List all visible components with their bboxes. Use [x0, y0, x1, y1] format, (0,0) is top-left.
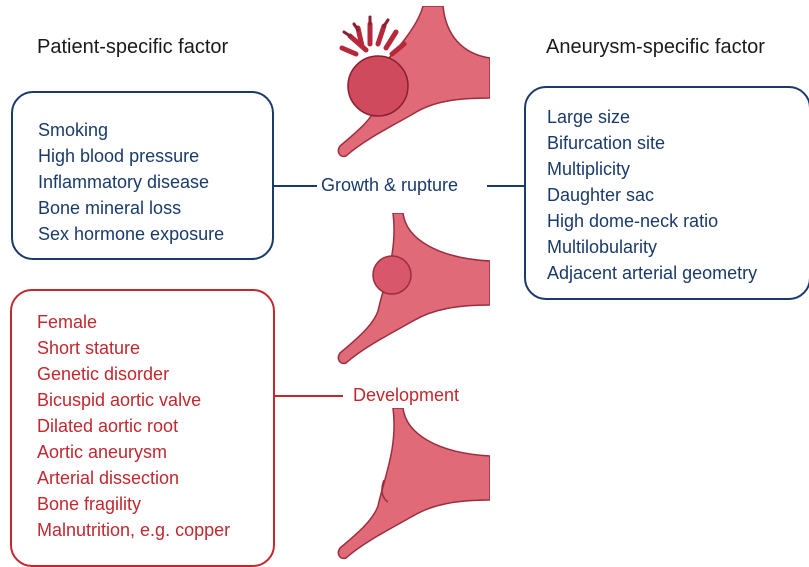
list-item: Inflammatory disease [38, 169, 272, 195]
list-item: Genetic disorder [37, 361, 273, 387]
list-item: High blood pressure [38, 143, 272, 169]
list-item: Malnutrition, e.g. copper [37, 517, 273, 543]
growth-rupture-label: Growth & rupture [317, 175, 462, 196]
list-item: Multiplicity [547, 156, 809, 182]
list-item: Large size [547, 104, 809, 130]
list-item: Daughter sac [547, 182, 809, 208]
aneurysm-factors-box: Large size Bifurcation site Multiplicity… [524, 86, 809, 300]
list-item: High dome-neck ratio [547, 208, 809, 234]
list-item: Adjacent arterial geometry [547, 260, 809, 286]
list-item: Short stature [37, 335, 273, 361]
growth-patient-factors-box: Smoking High blood pressure Inflammatory… [11, 91, 274, 260]
list-item: Multilobularity [547, 234, 809, 260]
development-label: Development [349, 385, 463, 406]
aneurysm-factor-heading: Aneurysm-specific factor [546, 36, 765, 59]
development-stage-illustration [318, 408, 490, 564]
list-item: Sex hormone exposure [38, 221, 272, 247]
list-item: Arterial dissection [37, 465, 273, 491]
list-item: Smoking [38, 117, 272, 143]
patient-factor-heading: Patient-specific factor [37, 36, 228, 59]
list-item: Bone mineral loss [38, 195, 272, 221]
list-item: Aortic aneurysm [37, 439, 273, 465]
list-item: Bicuspid aortic valve [37, 387, 273, 413]
saccular-aneurysm-illustration [318, 213, 490, 373]
list-item: Female [37, 309, 273, 335]
list-item: Dilated aortic root [37, 413, 273, 439]
development-patient-factors-box: Female Short stature Genetic disorder Bi… [10, 289, 275, 567]
list-item: Bifurcation site [547, 130, 809, 156]
list-item: Bone fragility [37, 491, 273, 517]
ruptured-aneurysm-illustration [318, 6, 490, 164]
